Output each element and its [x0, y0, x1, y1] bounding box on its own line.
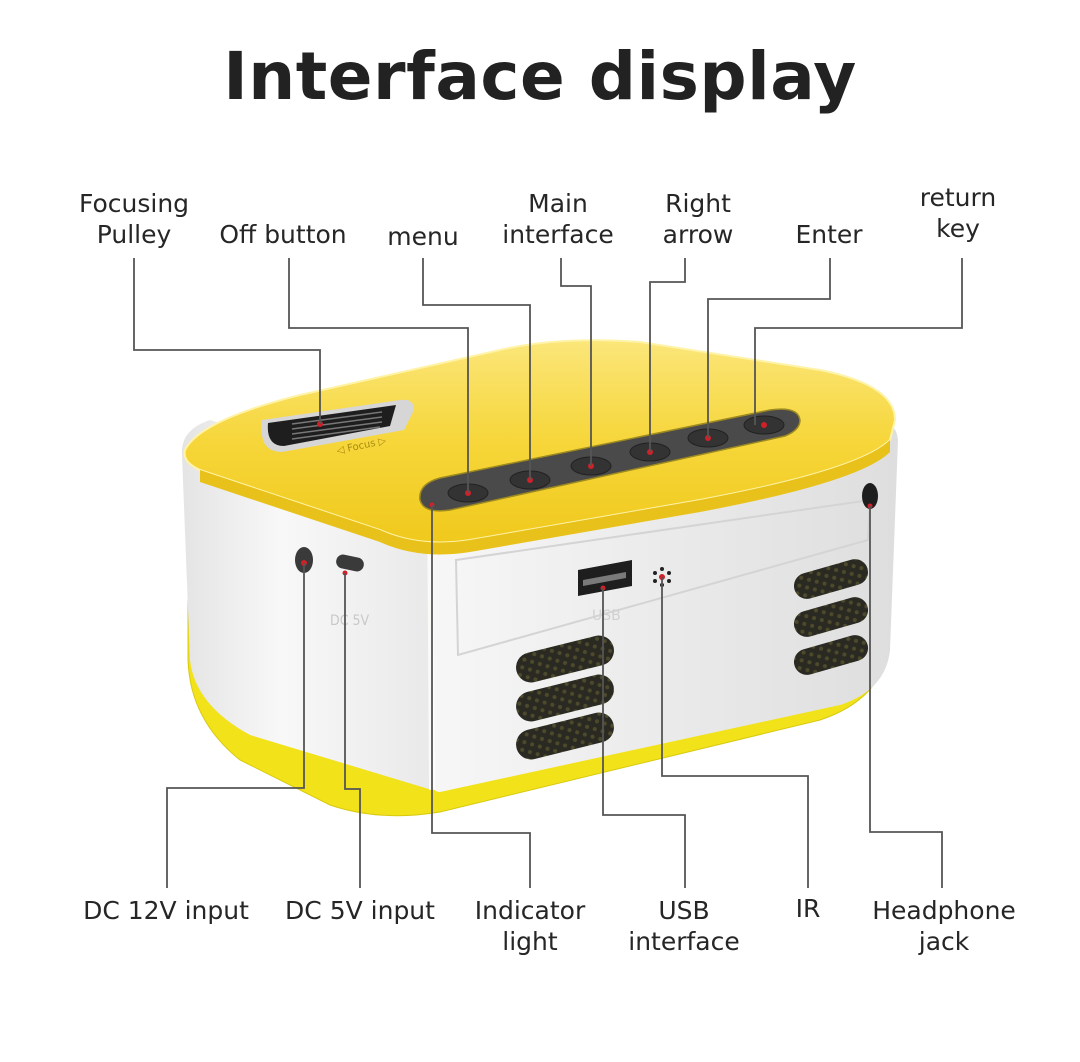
leader-headphone: [869, 506, 943, 888]
label-line: jack: [918, 927, 970, 956]
label-headphone-jack: Headphone jack: [872, 895, 1016, 957]
leader-off-button: [288, 258, 469, 493]
label-enter: Enter: [795, 219, 862, 250]
label-menu: menu: [387, 221, 458, 252]
label-line: DC 12V input: [83, 896, 249, 925]
leader-return-key: [754, 258, 963, 425]
label-line: menu: [387, 222, 459, 251]
label-line: Headphone: [872, 896, 1016, 925]
leader-lines: [133, 258, 963, 888]
projector-body: ◁ Focus ▷ DC 5V: [181, 339, 898, 817]
label-line: return: [919, 183, 997, 212]
focusing-pulley-wheel: ◁ Focus ▷: [261, 399, 414, 457]
leader-right-arrow: [649, 258, 686, 452]
label-focusing-pulley: Focusing Pulley: [79, 188, 189, 250]
label-line: arrow: [662, 220, 734, 249]
leader-menu: [422, 258, 531, 480]
label-line: Enter: [795, 220, 863, 249]
label-usb-interface: USB interface: [628, 895, 740, 957]
label-off-button: Off button: [219, 219, 346, 250]
label-ir: IR: [796, 893, 821, 924]
leader-usb: [602, 588, 686, 888]
dc5v-port: [336, 554, 364, 572]
label-line: Focusing: [78, 189, 190, 218]
leader-ir: [661, 577, 809, 888]
label-dc-5v-input: DC 5V input: [285, 895, 435, 926]
leader-indicator-light: [431, 505, 531, 888]
usb-port: USB: [578, 560, 632, 624]
label-return-key: return key: [920, 182, 996, 244]
headphone-port: [862, 483, 878, 509]
label-line: Main: [528, 189, 588, 218]
label-main-interface: Main interface: [502, 188, 614, 250]
vent-grilles: [516, 559, 869, 760]
leader-main-interface: [560, 258, 592, 466]
page-title: Interface display: [223, 38, 857, 115]
label-line: key: [936, 214, 980, 243]
label-indicator-light: Indicator light: [475, 895, 585, 957]
label-line: interface: [502, 220, 614, 249]
label-line: Off button: [219, 220, 347, 249]
label-line: USB: [658, 896, 710, 925]
label-line: light: [502, 927, 558, 956]
label-dc-12v-input: DC 12V input: [83, 895, 249, 926]
leader-enter: [707, 258, 831, 438]
dc5v-marking: DC 5V: [330, 613, 370, 629]
leader-dc5v: [344, 573, 361, 888]
label-line: IR: [795, 894, 821, 923]
label-line: Right: [665, 189, 731, 218]
label-line: Indicator: [474, 896, 586, 925]
label-line: DC 5V input: [285, 896, 435, 925]
usb-marking: USB: [592, 608, 621, 624]
label-line: Pulley: [96, 220, 172, 249]
leader-focusing-pulley: [133, 258, 321, 424]
label-line: interface: [628, 927, 740, 956]
leader-dc12v: [166, 563, 305, 888]
label-right-arrow: Right arrow: [663, 188, 734, 250]
